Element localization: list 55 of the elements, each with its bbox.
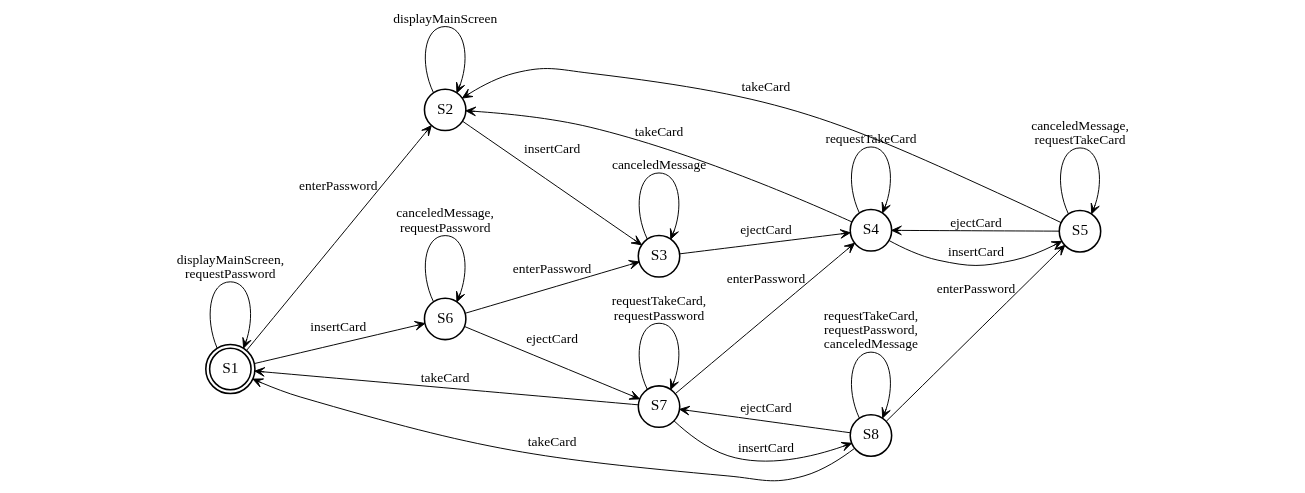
node-circle: S4 [848,208,892,252]
node-circle: S2 [423,88,467,132]
edge-label: insertCard [309,318,366,334]
node-circle: S8 [848,414,892,457]
arrow [461,68,1062,224]
edge-label: displayMainScreen [392,10,497,26]
arrow [678,229,851,255]
edge-label: canceledMessage, requestTakeCard [1030,117,1129,148]
edge-label: enterPassword [298,178,378,194]
arrow [638,322,679,390]
arrow [424,26,465,94]
arrow [674,242,855,395]
arrow [245,125,432,351]
edge-label: enterPassword [726,271,805,287]
edge-label: enterPassword [512,260,591,276]
arrow [850,351,891,419]
edge-label: ejectCard [739,222,792,238]
arrow [209,281,251,349]
arrow [464,106,852,223]
arrow [885,244,1065,422]
arrow [678,405,851,434]
arrow [464,260,640,314]
edge-label: insertCard [737,440,794,456]
node-circle: S5 [1058,209,1101,253]
edge-label: requestTakeCard, requestPassword [611,293,706,323]
edge-label: ejectCard [739,399,792,415]
edge-label: enterPassword [936,281,1015,297]
arrow [461,120,642,246]
edge-label: displayMainScreen, requestPassword [176,251,284,282]
edge-label: takeCard [634,124,683,140]
node-circle: S3 [637,234,680,278]
edge-label: insertCard [947,244,1004,260]
arrow [673,420,852,462]
edge-label: takeCard [527,434,576,450]
edge-label: ejectCard [949,214,1002,230]
arrow [850,146,891,214]
edge-label: insertCard [523,141,580,157]
edge-label: canceledMessage, requestPassword [395,205,494,235]
node-circle: S6 [423,297,467,341]
edge-label: canceledMessage [611,157,706,173]
arrow [251,378,855,482]
arrow [890,225,1060,236]
edge-label: ejectCard [525,331,578,347]
node-circle: S7 [637,385,680,429]
arrow [888,240,1062,266]
edge-label: requestTakeCard, requestPassword, canceledMessage [823,307,918,352]
arrow [424,235,465,303]
edge-label: takeCard [420,369,469,385]
arrow [253,367,639,406]
node-circle: S1 [204,343,256,395]
arrow [253,320,425,365]
arrow [638,172,679,240]
edge-label: takeCard [741,78,790,94]
arrow [463,326,640,400]
arrow [1059,147,1100,215]
